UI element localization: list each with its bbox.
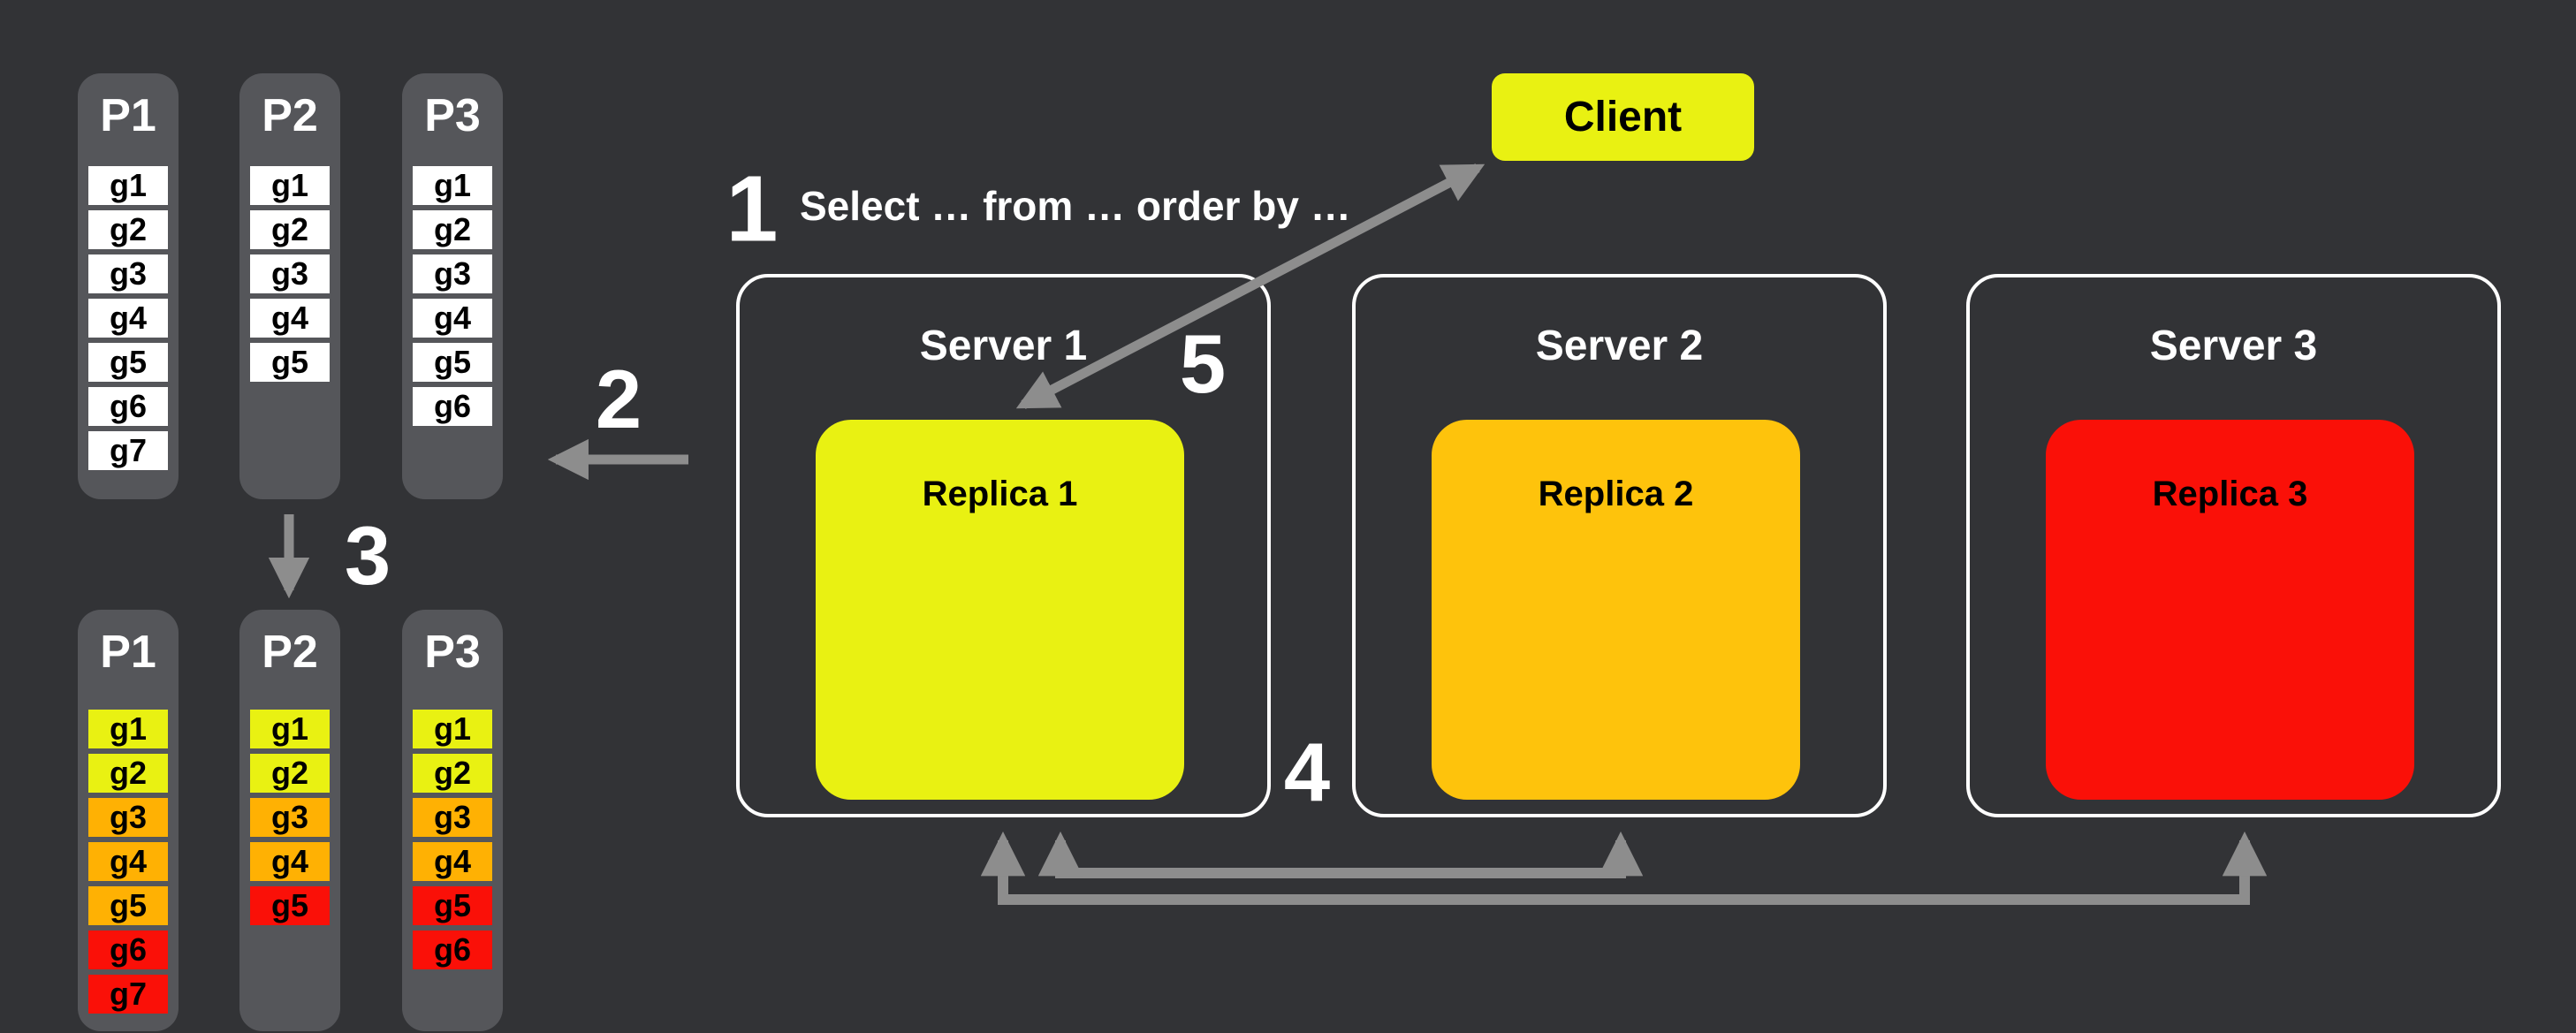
partition-cell-unsorted-p3-g3: g3 [413, 254, 492, 293]
partition-column-unsorted-p1: P1 g1 g2 g3 g4 g5 g6 g7 [78, 73, 179, 499]
partition-label-p2: P2 [262, 90, 318, 141]
partition-column-unsorted-p3: P3 g1 g2 g3 g4 g5 g6 [402, 73, 503, 499]
partition-cells: g1 g2 g3 g4 g5 g6 [402, 710, 503, 975]
partition-cells: g1 g2 g3 g4 g5 [239, 710, 340, 930]
partition-cell-unsorted-p2-g3: g3 [250, 254, 330, 293]
partition-cell-sorted-p1-g7: g7 [88, 975, 168, 1014]
step-5-number: 5 [1179, 317, 1227, 410]
partition-cells: g1 g2 g3 g4 g5 [239, 166, 340, 387]
partition-cell-unsorted-p3-g1: g1 [413, 166, 492, 205]
partition-cell-sorted-p1-g3: g3 [88, 798, 168, 837]
replica-3-box: Replica 3 [2046, 420, 2414, 800]
arrow-server1-server2-icon [1037, 831, 1644, 878]
partition-cell-sorted-p1-g6: g6 [88, 930, 168, 969]
step-2-number: 2 [595, 353, 642, 445]
partition-column-sorted-p1: P1 g1 g2 g3 g4 g5 g6 g7 [78, 610, 179, 1031]
partition-label-p3: P3 [424, 90, 481, 141]
partition-cell-unsorted-p3-g4: g4 [413, 299, 492, 338]
partition-cell-sorted-p3-g6: g6 [413, 930, 492, 969]
partition-cell-unsorted-p3-g6: g6 [413, 387, 492, 426]
partition-cell-unsorted-p1-g7: g7 [88, 431, 168, 470]
step-3-number: 3 [344, 509, 391, 602]
partition-cell-sorted-p1-g4: g4 [88, 842, 168, 881]
replica-3-label: Replica 3 [2152, 475, 2308, 513]
partition-cell-sorted-p2-g1: g1 [250, 710, 330, 748]
partition-cell-unsorted-p1-g3: g3 [88, 254, 168, 293]
arrow-server1-server3-icon [980, 831, 2268, 905]
step-1-number: 1 [726, 156, 779, 262]
partition-cells: g1 g2 g3 g4 g5 g6 g7 [78, 710, 179, 1019]
partition-cell-sorted-p2-g4: g4 [250, 842, 330, 881]
replica-1-box: Replica 1 [816, 420, 1184, 800]
partition-cell-sorted-p1-g2: g2 [88, 754, 168, 793]
partition-cell-sorted-p2-g5: g5 [250, 886, 330, 925]
server-2-box: Server 2 Replica 2 [1352, 274, 1887, 817]
partition-cell-sorted-p2-g2: g2 [250, 754, 330, 793]
server-3-box: Server 3 Replica 3 [1966, 274, 2501, 817]
client-box: Client [1492, 73, 1754, 161]
partition-cell-unsorted-p2-g5: g5 [250, 343, 330, 382]
partition-cell-sorted-p1-g1: g1 [88, 710, 168, 748]
partition-cell-unsorted-p2-g4: g4 [250, 299, 330, 338]
partition-cell-sorted-p3-g2: g2 [413, 754, 492, 793]
partition-cell-sorted-p3-g3: g3 [413, 798, 492, 837]
arrow-client-replica1-icon [1015, 163, 1486, 409]
partition-cell-unsorted-p2-g1: g1 [250, 166, 330, 205]
step-4-number: 4 [1283, 725, 1331, 818]
client-label: Client [1563, 94, 1683, 141]
partition-column-sorted-p2: P2 g1 g2 g3 g4 g5 [239, 610, 340, 1031]
partition-column-sorted-p3: P3 g1 g2 g3 g4 g5 g6 [402, 610, 503, 1031]
partition-cell-unsorted-p1-g4: g4 [88, 299, 168, 338]
partition-cell-sorted-p3-g5: g5 [413, 886, 492, 925]
partition-label-p2: P2 [262, 627, 318, 678]
query-text: Select … from … order by … [800, 183, 1351, 229]
partition-label-p3: P3 [424, 627, 481, 678]
partition-column-unsorted-p2: P2 g1 g2 g3 g4 g5 [239, 73, 340, 499]
partition-cell-sorted-p2-g3: g3 [250, 798, 330, 837]
partition-cell-unsorted-p3-g5: g5 [413, 343, 492, 382]
partition-cell-unsorted-p1-g6: g6 [88, 387, 168, 426]
partition-cell-sorted-p3-g4: g4 [413, 842, 492, 881]
partition-cell-unsorted-p1-g2: g2 [88, 210, 168, 249]
server-3-label: Server 3 [2149, 323, 2318, 369]
partition-cell-sorted-p3-g1: g1 [413, 710, 492, 748]
replica-2-box: Replica 2 [1432, 420, 1800, 800]
partition-cell-unsorted-p2-g2: g2 [250, 210, 330, 249]
replica-1-label: Replica 1 [922, 475, 1078, 513]
partition-label-p1: P1 [100, 90, 156, 141]
partition-cell-unsorted-p3-g2: g2 [413, 210, 492, 249]
partition-cells: g1 g2 g3 g4 g5 g6 g7 [78, 166, 179, 475]
partition-cell-unsorted-p1-g1: g1 [88, 166, 168, 205]
partition-label-p1: P1 [100, 627, 156, 678]
partition-cell-unsorted-p1-g5: g5 [88, 343, 168, 382]
replica-2-label: Replica 2 [1538, 475, 1694, 513]
server-2-label: Server 2 [1535, 323, 1704, 369]
partition-cells: g1 g2 g3 g4 g5 g6 [402, 166, 503, 431]
partition-cell-sorted-p1-g5: g5 [88, 886, 168, 925]
